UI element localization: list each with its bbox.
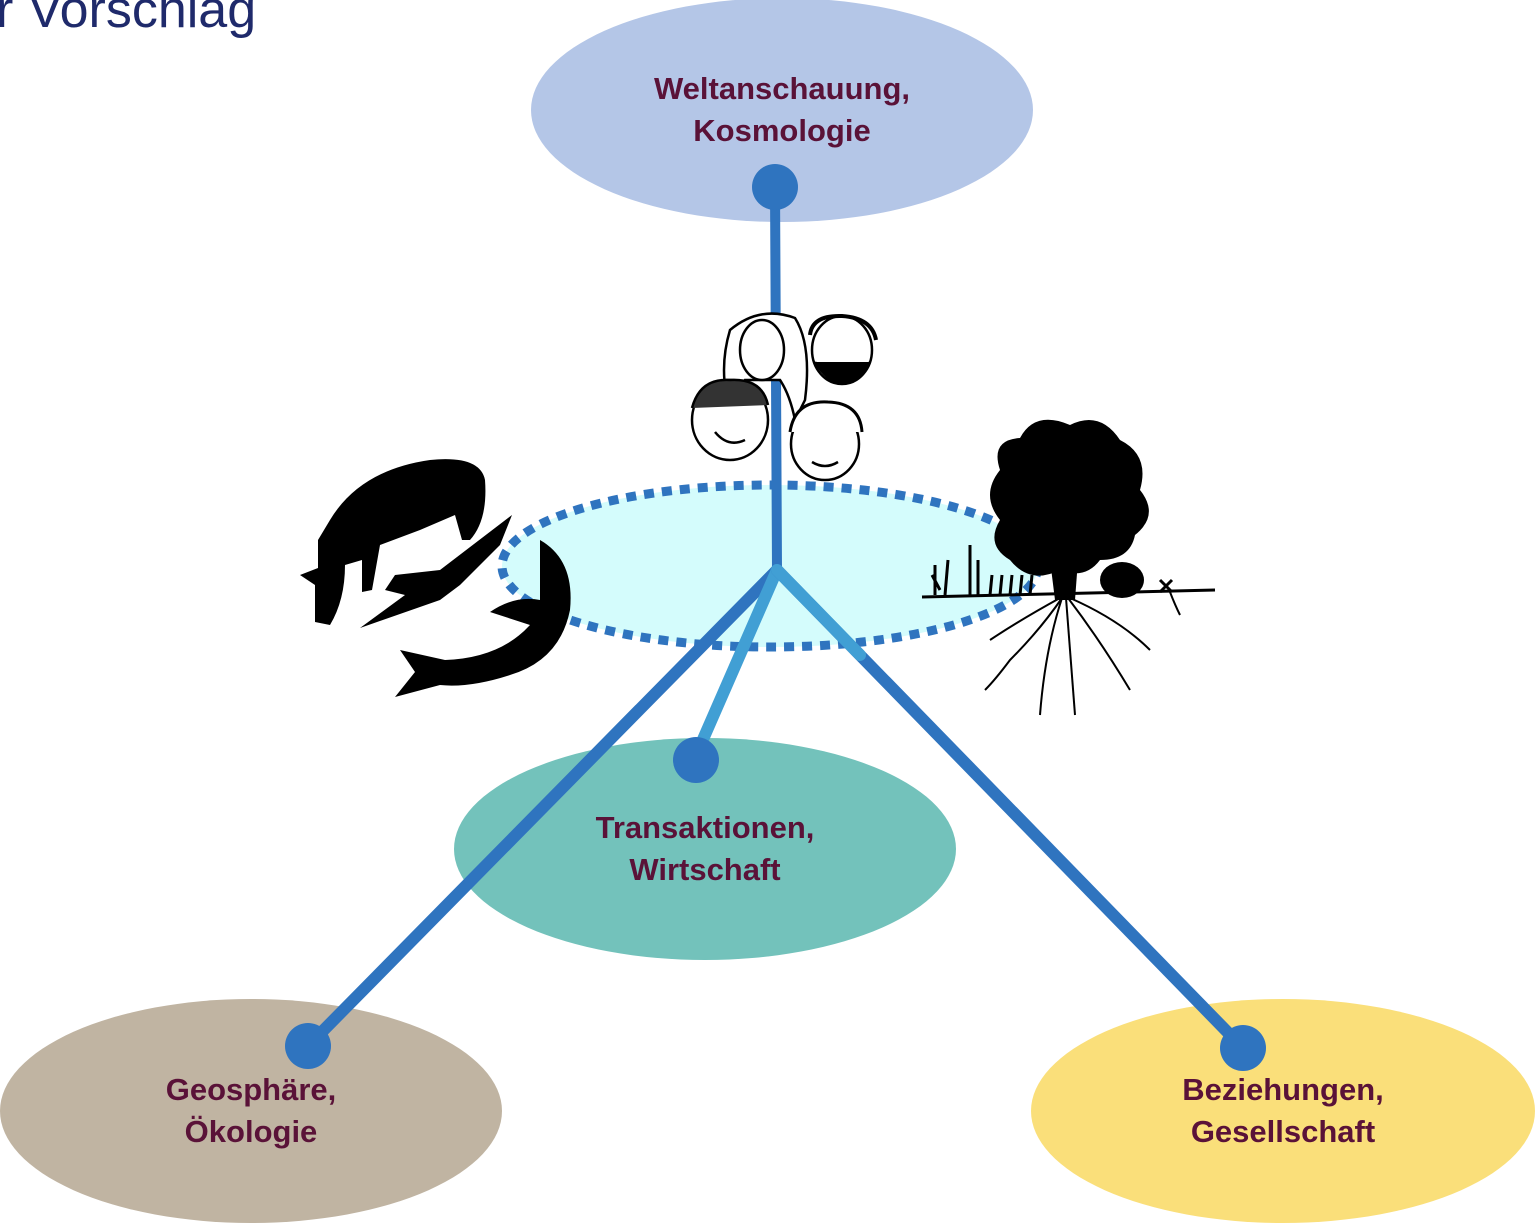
animals-silhouette-icon	[300, 459, 571, 697]
node-transaktionen-ellipse	[454, 738, 956, 960]
node-transaktionen-label: Transaktionen, Wirtschaft	[505, 807, 905, 891]
node-beziehungen-ellipse	[1031, 999, 1535, 1223]
node-transaktionen-line1: Transaktionen,	[595, 810, 815, 845]
dot-transaktionen	[673, 737, 719, 783]
page-title: r Vorschlag	[0, 0, 257, 39]
center-ellipse	[497, 480, 1043, 652]
node-geosphaere-ellipse	[0, 999, 502, 1223]
node-weltanschauung-label: Weltanschauung, Kosmologie	[582, 68, 982, 152]
node-beziehungen-line2: Gesellschaft	[1190, 1114, 1376, 1149]
node-geosphaere-line1: Geosphäre,	[165, 1072, 337, 1107]
node-weltanschauung-line2: Kosmologie	[693, 113, 871, 148]
node-beziehungen-label: Beziehungen, Gesellschaft	[1083, 1069, 1483, 1153]
connector-transaktionen	[688, 564, 783, 766]
dot-geosphaere	[285, 1023, 331, 1069]
tree-plants-icon	[921, 419, 1216, 716]
dot-beziehungen	[1220, 1025, 1266, 1071]
node-geosphaere-label: Geosphäre, Ökologie	[51, 1069, 451, 1153]
node-geosphaere-line2: Ökologie	[184, 1114, 318, 1149]
dot-weltanschauung	[752, 164, 798, 210]
node-weltanschauung-line1: Weltanschauung,	[653, 71, 911, 106]
connector-geosphaere	[302, 564, 783, 1052]
node-beziehungen-line1: Beziehungen,	[1182, 1072, 1384, 1107]
connector-beziehungen-light	[771, 564, 866, 661]
people-faces-icon	[690, 312, 878, 482]
node-weltanschauung-ellipse	[531, 0, 1033, 222]
node-transaktionen-line2: Wirtschaft	[629, 852, 781, 887]
